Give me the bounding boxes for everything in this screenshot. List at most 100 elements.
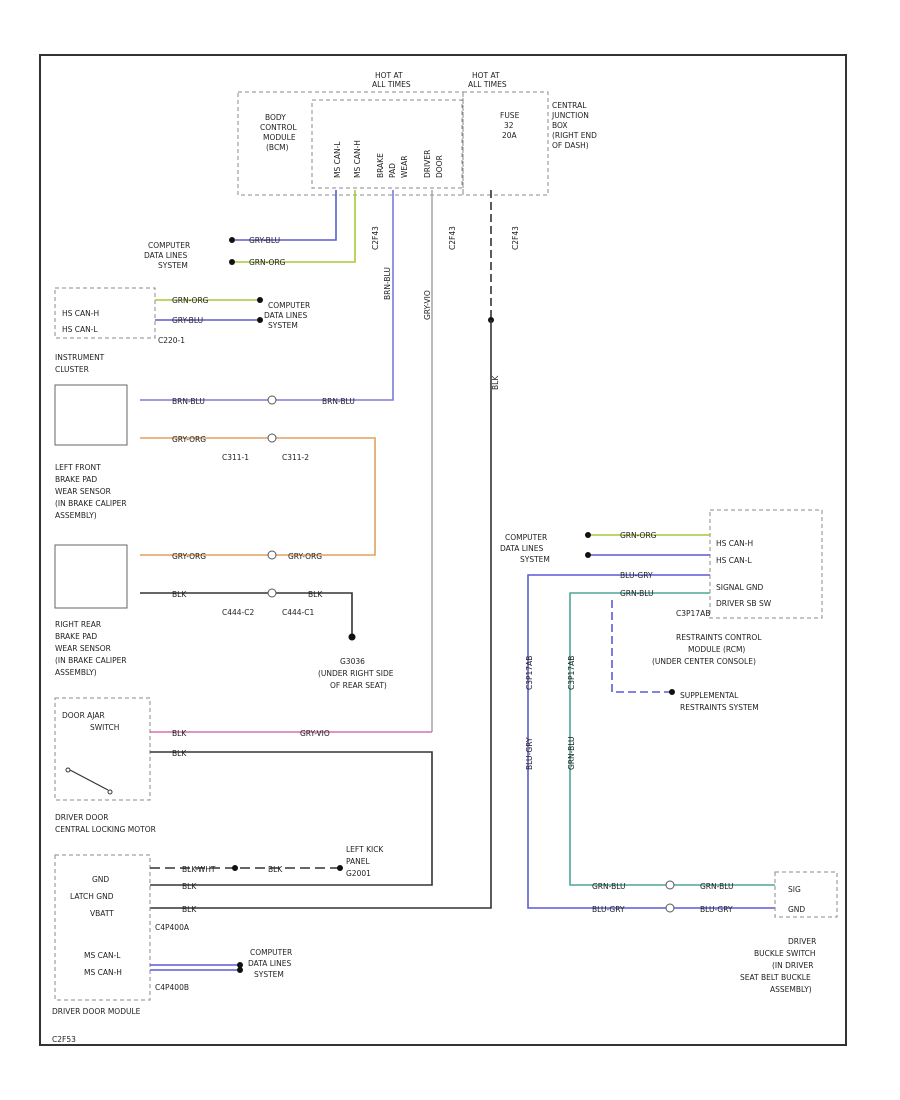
wire-label-gry-org-2: GRY-ORG xyxy=(172,552,206,561)
ddm-pin-ms-can-h: MS CAN-H xyxy=(84,968,122,977)
bcm-pin-pad: PAD xyxy=(388,163,397,178)
rcm-name-2: MODULE (RCM) xyxy=(688,645,745,654)
wire-ms-can-l-bcm xyxy=(235,190,337,241)
g-rear-label-1: G3036 xyxy=(340,657,365,666)
connector-c311-1: C311-1 xyxy=(222,453,249,462)
ic-pin-hs-can-h: HS CAN-H xyxy=(62,309,99,318)
door-ajar-label-2: SWITCH xyxy=(90,723,119,732)
rcm-name-1: RESTRAINTS CONTROL xyxy=(676,633,762,642)
cjb-label-2: JUNCTION xyxy=(551,111,589,120)
lf-brake-label-1: LEFT FRONT xyxy=(55,463,101,472)
bcm-connector-label-2: C2F43 xyxy=(448,226,457,250)
rcm-name-3: (UNDER CENTER CONSOLE) xyxy=(652,657,756,666)
buckle-name-5: ASSEMBLY) xyxy=(770,985,812,994)
lock-motor-label-1: DRIVER DOOR xyxy=(55,813,108,822)
wire-label-blu-gry-1: BLU-GRY xyxy=(620,571,653,580)
cjb-label-3: BOX xyxy=(552,121,568,130)
rcm-connector-vert-2: C3P17AB xyxy=(567,656,576,690)
door-ajar-block: DOOR AJAR SWITCH BLK GRY-VIO BLK DRIVER … xyxy=(54,697,433,886)
wire-label-grn-org-3: GRN-ORG xyxy=(620,531,657,540)
rr-brake-label-4: (IN BRAKE CALIPER xyxy=(55,656,127,665)
wire-label-blk-4: BLK xyxy=(172,749,187,758)
rr-brake-label-2: BRAKE PAD xyxy=(55,632,97,641)
comp-data-1-label-1: COMPUTER xyxy=(148,241,190,250)
driver-door-module-block: GND LATCH GND VBATT C4P400A MS CAN-L MS … xyxy=(52,845,384,1016)
wire-label-blk-6: BLK xyxy=(182,882,197,891)
wire-label-blk-3: BLK xyxy=(172,729,187,738)
buckle-pin-gnd: GND xyxy=(788,905,805,914)
rr-brake-label-5: ASSEMBLY) xyxy=(55,668,97,677)
cjb-label-5: OF DASH) xyxy=(552,141,589,150)
wire-label-blk-vert: BLK xyxy=(491,375,500,390)
buckle-pin-sig: SIG xyxy=(788,885,801,894)
bcm-wiring: GRY-BLU GRN-ORG COMPUTER DATA LINES SYST… xyxy=(140,190,500,909)
ddm-name: DRIVER DOOR MODULE xyxy=(52,1007,141,1016)
hot-at-label-1: HOT AT xyxy=(375,71,403,80)
wire-label-grn-blu-2: GRN-BLU xyxy=(592,882,626,891)
connector-c444-c1: C444-C1 xyxy=(282,608,314,617)
wire-label-brn-blu-vert: BRN-BLU xyxy=(383,267,392,300)
bcm-pin-ms-can-h: MS CAN-H xyxy=(353,140,362,178)
kick-ground-label-1: LEFT KICK xyxy=(346,845,384,854)
wire-label-gry-blu-2: GRY-BLU xyxy=(172,316,203,325)
kick-ground-label-2: PANEL xyxy=(346,857,371,866)
rcm-pin-signal-gnd: SIGNAL GND xyxy=(716,583,764,592)
bcm-label-2: CONTROL xyxy=(260,123,297,132)
ic-connector-label: C220-1 xyxy=(158,336,185,345)
rcm-pin-hs-can-l: HS CAN-L xyxy=(716,556,752,565)
connector-c311-2: C311-2 xyxy=(282,453,309,462)
wire-label-blu-gry-vert: BLU-GRY xyxy=(525,737,534,770)
bcm-pin-ms-can-l: MS CAN-L xyxy=(333,141,342,178)
rcm-pin-hs-can-h: HS CAN-H xyxy=(716,539,753,548)
cjb-connector-label: C2F43 xyxy=(511,226,520,250)
buckle-name-2: BUCKLE SWITCH xyxy=(754,949,816,958)
diagram-frame xyxy=(39,54,847,1046)
rcm-block: HS CAN-H HS CAN-L SIGNAL GND DRIVER SB S… xyxy=(500,509,823,909)
wire-label-gry-blu-1: GRY-BLU xyxy=(249,236,280,245)
wire-label-grn-blu-1: GRN-BLU xyxy=(620,589,654,598)
wire-label-grn-blu-3: GRN-BLU xyxy=(700,882,734,891)
buckle-name-3: (IN DRIVER xyxy=(772,961,813,970)
bcm-label-3: MODULE xyxy=(263,133,296,142)
rcm-pin-driver-sb-sw: DRIVER SB SW xyxy=(716,599,772,608)
lf-brake-label-4: (IN BRAKE CALIPER xyxy=(55,499,127,508)
bcm-pin-wear: WEAR xyxy=(400,156,409,179)
ddm-pin-gnd: GND xyxy=(92,875,109,884)
cjb-block: HOT AT ALL TIMES CENTRAL JUNCTION BOX (R… xyxy=(462,71,597,250)
wire-srs-dashed xyxy=(611,600,670,693)
wire-rr-ground xyxy=(140,592,353,635)
buckle-name-1: DRIVER xyxy=(788,937,816,946)
wire-label-blk-1: BLK xyxy=(172,590,187,599)
wire-label-grn-org-2: GRN-ORG xyxy=(172,296,209,305)
wire-label-gry-org-1: GRY-ORG xyxy=(172,435,206,444)
rcm-connector-vert-1: C3P17AB xyxy=(525,656,534,690)
comp-data-1-label-2: DATA LINES xyxy=(144,251,187,260)
comp-data-3-label-2: DATA LINES xyxy=(248,959,291,968)
lf-brake-label-3: WEAR SENSOR xyxy=(55,487,111,496)
comp-data-4-label-2: DATA LINES xyxy=(500,544,543,553)
ic-name-2: CLUSTER xyxy=(55,365,89,374)
comp-data-2-label-2: DATA LINES xyxy=(264,311,307,320)
wire-fuse-feed-solid xyxy=(150,320,492,909)
ddm-pin-latch-gnd: LATCH GND xyxy=(70,892,114,901)
wire-label-blk-7: BLK xyxy=(182,905,197,914)
ic-pin-hs-can-l: HS CAN-L xyxy=(62,325,98,334)
g-rear-label-3: OF REAR SEAT) xyxy=(330,681,387,690)
wire-label-blu-gry-3: BLU-GRY xyxy=(700,905,733,914)
comp-data-2-label-3: SYSTEM xyxy=(268,321,298,330)
comp-data-4-label-3: SYSTEM xyxy=(520,555,550,564)
right-rear-brake-block: GRY-ORG GRY-ORG BLK BLK C444-C2 C444-C1 … xyxy=(54,544,394,690)
wire-label-blk-wht: BLK-WHT xyxy=(182,865,216,874)
diagram-footer-code: C2F53 xyxy=(52,1035,76,1044)
rr-brake-label-1: RIGHT REAR xyxy=(55,620,101,629)
hot-at-label-1b: ALL TIMES xyxy=(372,80,411,89)
comp-data-3-label-3: SYSTEM xyxy=(254,970,284,979)
comp-data-4-label-1: COMPUTER xyxy=(505,533,547,542)
ddm-connector-2: C4P400B xyxy=(155,983,189,992)
rr-brake-label-3: WEAR SENSOR xyxy=(55,644,111,653)
lock-motor-label-2: CENTRAL LOCKING MOTOR xyxy=(55,825,156,834)
wire-label-blk-5: BLK xyxy=(268,865,283,874)
cjb-label-4: (RIGHT END xyxy=(552,131,597,140)
srs-label-1: SUPPLEMENTAL xyxy=(680,691,739,700)
